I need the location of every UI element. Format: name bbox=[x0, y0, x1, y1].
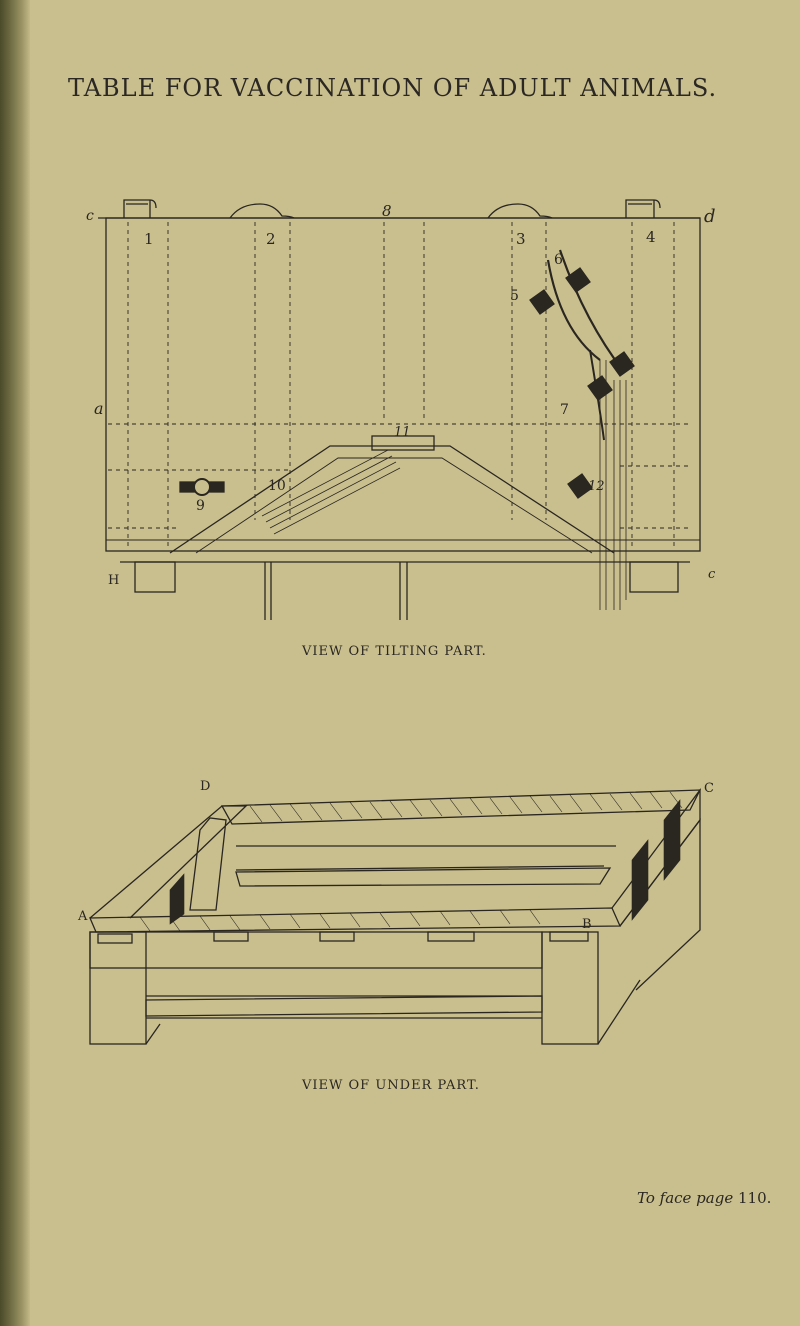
label-D: D bbox=[200, 779, 210, 794]
label-4: 4 bbox=[646, 228, 656, 246]
label-7: 7 bbox=[560, 402, 569, 418]
face-page-text: To face page bbox=[637, 1189, 734, 1207]
label-8: 8 bbox=[382, 202, 392, 220]
tilting-part-caption: VIEW OF TILTING PART. bbox=[302, 644, 487, 659]
label-11: 11 bbox=[394, 425, 411, 440]
label-6: 6 bbox=[554, 252, 563, 268]
label-a: a bbox=[94, 399, 104, 418]
label-c-left: c bbox=[86, 208, 94, 224]
label-12: 12 bbox=[588, 479, 605, 494]
label-A: A bbox=[77, 909, 88, 924]
under-part-caption: VIEW OF UNDER PART. bbox=[302, 1078, 480, 1093]
face-page-number: 110. bbox=[738, 1189, 772, 1207]
face-page-note: To face page 110. bbox=[637, 1189, 771, 1207]
label-c-right: c bbox=[708, 567, 716, 582]
label-3: 3 bbox=[516, 230, 526, 248]
label-5: 5 bbox=[510, 288, 519, 304]
under-part-figure: D C A B bbox=[77, 779, 714, 1045]
label-9: 9 bbox=[196, 498, 205, 514]
label-10: 10 bbox=[268, 478, 286, 494]
label-B: B bbox=[582, 917, 592, 932]
page-title: TABLE FOR VACCINATION OF ADULT ANIMALS. bbox=[68, 74, 718, 102]
label-C: C bbox=[704, 781, 714, 796]
label-d: d bbox=[704, 206, 716, 227]
label-1: 1 bbox=[144, 230, 154, 248]
label-2: 2 bbox=[266, 230, 276, 248]
label-h: H bbox=[108, 573, 119, 588]
tilting-part-figure: c d c a H 1 2 3 4 5 6 7 8 9 10 11 12 bbox=[86, 199, 716, 620]
book-spine-shadow bbox=[0, 0, 30, 1326]
